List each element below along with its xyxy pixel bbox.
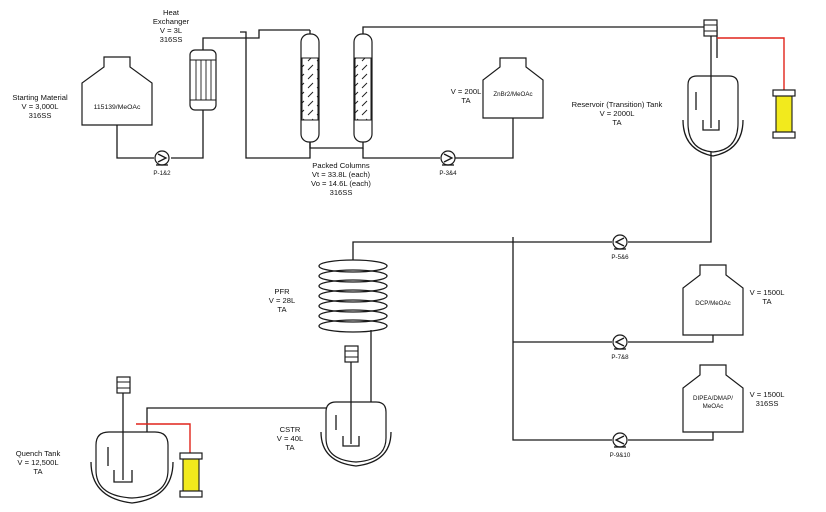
znbr2-content: ZnBr2/MeOAc bbox=[493, 91, 532, 98]
packed-column-1 bbox=[300, 33, 320, 143]
quench-tank bbox=[90, 376, 174, 504]
cstr-reactor bbox=[320, 345, 392, 467]
dcp-tank: DCP/MeOAc bbox=[682, 264, 744, 336]
svg-text:Vt = 33.8L (each): Vt = 33.8L (each) bbox=[312, 170, 371, 179]
svg-text:TA: TA bbox=[33, 467, 43, 476]
dcp-content: DCP/MeOAc bbox=[695, 300, 730, 307]
svg-text:Quench Tank: Quench Tank bbox=[16, 449, 61, 458]
pump-p78 bbox=[612, 334, 628, 350]
svg-text:TA: TA bbox=[612, 118, 622, 127]
label-cstr: CSTR V = 40L TA bbox=[277, 425, 303, 452]
dipea-content-line1: DIPEA/DMAP/ bbox=[693, 395, 733, 402]
svg-text:Starting Material: Starting Material bbox=[12, 93, 68, 102]
filter-top bbox=[772, 89, 796, 139]
pump-p34 bbox=[440, 150, 456, 166]
svg-text:V = 1500L: V = 1500L bbox=[750, 288, 785, 297]
svg-text:TA: TA bbox=[762, 297, 772, 306]
svg-text:CSTR: CSTR bbox=[280, 425, 301, 434]
label-pump-p56: P-5&6 bbox=[611, 254, 629, 261]
svg-text:316SS: 316SS bbox=[29, 111, 52, 120]
starting-material-content: 115139/MeOAc bbox=[94, 104, 141, 111]
svg-text:Heat: Heat bbox=[163, 8, 180, 17]
label-heat-exchanger: Heat Exchanger V = 3L 316SS bbox=[153, 8, 190, 44]
pfr-coil bbox=[318, 259, 388, 333]
label-znbr2: V = 200L TA bbox=[451, 87, 482, 105]
svg-text:V = 2000L: V = 2000L bbox=[600, 109, 635, 118]
svg-text:TA: TA bbox=[277, 305, 287, 314]
svg-text:V = 3L: V = 3L bbox=[160, 26, 182, 35]
dipea-tank: DIPEA/DMAP/ MeOAc bbox=[682, 364, 744, 433]
svg-text:Reservoir (Transition) Tank: Reservoir (Transition) Tank bbox=[572, 100, 663, 109]
pump-p12 bbox=[154, 150, 170, 166]
pump-p910 bbox=[612, 432, 628, 448]
label-dcp: V = 1500L TA bbox=[750, 288, 785, 306]
label-pump-p34: P-3&4 bbox=[439, 170, 457, 177]
piping bbox=[116, 26, 718, 470]
svg-text:316SS: 316SS bbox=[160, 35, 183, 44]
svg-text:V = 1500L: V = 1500L bbox=[750, 390, 785, 399]
heat-exchanger bbox=[189, 49, 217, 111]
svg-text:Vo = 14.6L (each): Vo = 14.6L (each) bbox=[311, 179, 371, 188]
pump-p56 bbox=[612, 234, 628, 250]
svg-text:PFR: PFR bbox=[274, 287, 290, 296]
label-starting-material: Starting Material V = 3,000L 316SS bbox=[12, 93, 68, 120]
svg-text:V = 200L: V = 200L bbox=[451, 87, 482, 96]
filter-bottom bbox=[179, 452, 203, 498]
svg-text:TA: TA bbox=[285, 443, 295, 452]
vent-lines bbox=[136, 37, 785, 453]
starting-material-tank: 115139/MeOAc bbox=[81, 56, 153, 126]
svg-text:V = 12,500L: V = 12,500L bbox=[17, 458, 58, 467]
znbr2-tank: ZnBr2/MeOAc bbox=[482, 57, 544, 119]
label-packed-columns: Packed Columns Vt = 33.8L (each) Vo = 14… bbox=[311, 161, 371, 197]
label-pump-p910: P-9&10 bbox=[610, 452, 631, 459]
label-pump-p12: P-1&2 bbox=[153, 170, 171, 177]
svg-text:V = 40L: V = 40L bbox=[277, 434, 303, 443]
label-reservoir: Reservoir (Transition) Tank V = 2000L TA bbox=[572, 100, 663, 127]
label-quench-tank: Quench Tank V = 12,500L TA bbox=[16, 449, 61, 476]
svg-text:Exchanger: Exchanger bbox=[153, 17, 190, 26]
svg-text:V = 3,000L: V = 3,000L bbox=[22, 102, 59, 111]
label-pump-p78: P-7&8 bbox=[611, 354, 629, 361]
reservoir-tank bbox=[682, 19, 744, 157]
svg-text:V = 28L: V = 28L bbox=[269, 296, 295, 305]
svg-text:316SS: 316SS bbox=[330, 188, 353, 197]
svg-text:Packed Columns: Packed Columns bbox=[312, 161, 370, 170]
label-dipea: V = 1500L 316SS bbox=[750, 390, 785, 408]
svg-text:TA: TA bbox=[461, 96, 471, 105]
packed-column-2 bbox=[353, 33, 373, 143]
dipea-content-line2: MeOAc bbox=[703, 403, 724, 410]
label-pfr: PFR V = 28L TA bbox=[269, 287, 295, 314]
svg-text:316SS: 316SS bbox=[756, 399, 779, 408]
